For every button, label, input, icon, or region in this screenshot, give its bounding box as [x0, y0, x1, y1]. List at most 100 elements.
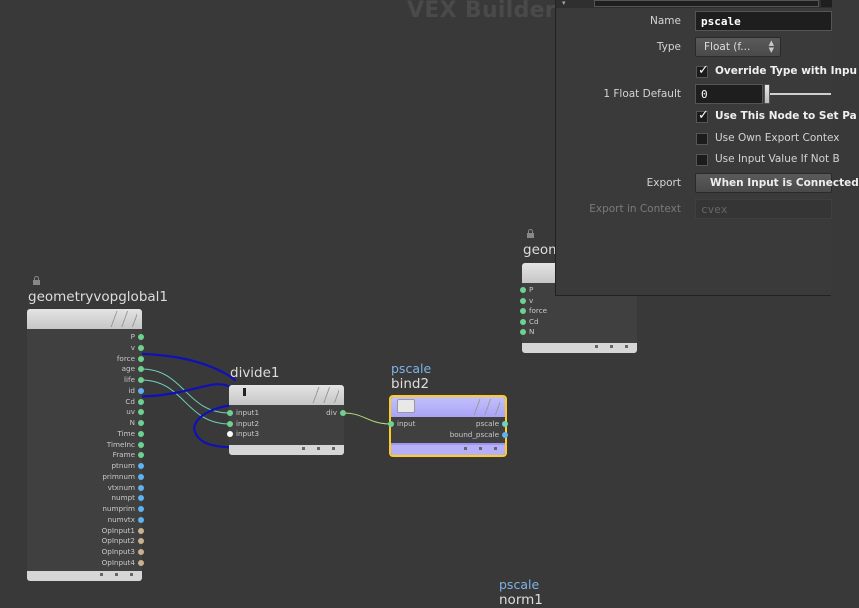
- port-label-age: age: [121, 364, 135, 374]
- port-dot-timeinc[interactable]: [138, 441, 144, 448]
- use-this-node-checkbox[interactable]: ✓: [696, 108, 709, 123]
- port-label-input: input: [397, 419, 416, 428]
- wire-div-input[interactable]: [342, 412, 392, 425]
- port-label-bound_pscale: bound_pscale: [449, 429, 499, 439]
- node-bind[interactable]: [389, 395, 507, 457]
- export-label: Export: [646, 177, 681, 189]
- float-default-slider-track[interactable]: [765, 93, 831, 95]
- node-footer: [391, 445, 505, 455]
- port-dot-n[interactable]: [138, 420, 144, 426]
- port-label-input1: input1: [236, 408, 260, 417]
- port-label-numprim: numprim: [102, 504, 135, 513]
- port-label-input3: input3: [236, 429, 260, 439]
- port-dot-p[interactable]: [138, 334, 144, 340]
- node-header[interactable]: [27, 309, 142, 329]
- port-label-n: N: [529, 327, 535, 337]
- port-dot-v[interactable]: [138, 344, 144, 351]
- port-dot-vtxnum[interactable]: [138, 484, 144, 491]
- port-label-life: life: [124, 375, 135, 384]
- port-dot-v[interactable]: [520, 297, 526, 304]
- port-dot-input[interactable]: [388, 421, 394, 427]
- port-label-opinput3: OpInput3: [101, 547, 135, 556]
- port-dot-numprim[interactable]: [138, 506, 144, 512]
- float-default-field[interactable]: 0: [695, 84, 763, 104]
- float-default-slider-handle[interactable]: [764, 84, 770, 104]
- port-dot-life[interactable]: [138, 377, 144, 383]
- port-label-p: P: [130, 332, 135, 341]
- comment-icon[interactable]: [397, 399, 415, 413]
- port-dot-uv[interactable]: [138, 409, 144, 416]
- override-type-checkbox[interactable]: ✓: [696, 63, 709, 78]
- port-dot-input2[interactable]: [227, 420, 233, 427]
- port-dot-pscale[interactable]: [502, 421, 508, 427]
- node-header[interactable]: [391, 397, 505, 417]
- port-dot-force[interactable]: [138, 355, 144, 362]
- node-name-divide: divide1: [230, 365, 280, 381]
- node-name-geom: geom: [523, 242, 562, 258]
- checkmark-icon: ✓: [698, 108, 709, 123]
- port-dot-div[interactable]: [340, 410, 346, 416]
- bypass-flag-icon[interactable]: [243, 388, 246, 396]
- panel-top-button[interactable]: [821, 0, 832, 7]
- port-label-cd: Cd: [529, 316, 539, 326]
- port-label-numvtx: numvtx: [107, 514, 135, 524]
- port-dot-input3[interactable]: [227, 431, 233, 438]
- node-name-norm: norm1: [499, 592, 543, 608]
- port-dot-id[interactable]: [138, 387, 144, 394]
- use-own-export-checkbox[interactable]: [696, 133, 708, 145]
- export-menu[interactable]: When Input is Connected: [695, 173, 859, 193]
- port-dot-age[interactable]: [138, 366, 144, 373]
- port-dot-opinput1[interactable]: [138, 527, 144, 534]
- name-label: Name: [650, 15, 681, 27]
- wire-life-input2[interactable]: [140, 379, 231, 425]
- port-dot-numvtx[interactable]: [138, 516, 144, 523]
- port-dot-input1[interactable]: [227, 410, 233, 416]
- context-title: VEX Builder: [407, 0, 557, 23]
- port-dot-opinput2[interactable]: [138, 538, 144, 545]
- node-geometryvopglobal[interactable]: [27, 309, 142, 581]
- node-divide[interactable]: [229, 385, 344, 455]
- port-dot-cd[interactable]: [138, 398, 144, 405]
- port-label-opinput1: OpInput1: [101, 525, 135, 535]
- name-field[interactable]: pscale: [695, 11, 832, 31]
- port-label-n: N: [129, 418, 135, 427]
- node-name-bind: bind2: [391, 376, 430, 392]
- port-dot-frame[interactable]: [138, 452, 144, 459]
- port-dot-opinput4[interactable]: [138, 559, 144, 566]
- panel-path-field[interactable]: [594, 0, 819, 7]
- node-footer: [522, 343, 637, 353]
- port-dot-opinput3[interactable]: [138, 549, 144, 555]
- port-label-vtxnum: vtxnum: [107, 482, 135, 492]
- port-dot-primnum[interactable]: [138, 473, 144, 480]
- port-dot-force[interactable]: [520, 308, 526, 315]
- port-dot-p[interactable]: [520, 287, 526, 293]
- port-label-ptnum: ptnum: [111, 461, 136, 470]
- port-label-id: id: [128, 385, 135, 395]
- port-dot-bound_pscale[interactable]: [502, 431, 508, 438]
- port-dot-time[interactable]: [138, 430, 144, 437]
- updown-arrows-icon: ▲▼: [768, 39, 774, 54]
- chevron-down-icon[interactable]: ▾: [562, 0, 566, 7]
- port-dot-n[interactable]: [520, 329, 526, 336]
- port-label-opinput2: OpInput2: [101, 536, 135, 546]
- port-dot-numpt[interactable]: [138, 495, 144, 502]
- type-select[interactable]: Float (f... ▲▼: [695, 37, 781, 57]
- port-label-p: P: [529, 285, 534, 294]
- lock-icon[interactable]: [526, 229, 535, 238]
- port-label-primnum: primnum: [102, 471, 135, 481]
- port-label-force: force: [116, 353, 135, 363]
- node-name-global: geometryvopglobal1: [28, 289, 169, 305]
- port-dot-cd[interactable]: [520, 318, 526, 325]
- float-default-label: 1 Float Default: [603, 88, 681, 100]
- port-label-cd: Cd: [125, 396, 135, 406]
- port-label-v: v: [130, 342, 135, 352]
- port-label-v: v: [529, 295, 534, 305]
- export-context-field: cvex: [695, 199, 832, 219]
- type-label: Type: [656, 41, 681, 53]
- node-header[interactable]: [229, 385, 344, 405]
- port-dot-ptnum[interactable]: [138, 463, 144, 469]
- lock-icon[interactable]: [32, 276, 41, 285]
- use-input-value-checkbox[interactable]: [696, 154, 708, 166]
- port-label-pscale: pscale: [475, 419, 499, 428]
- panel-top-strip: ▾: [556, 0, 832, 8]
